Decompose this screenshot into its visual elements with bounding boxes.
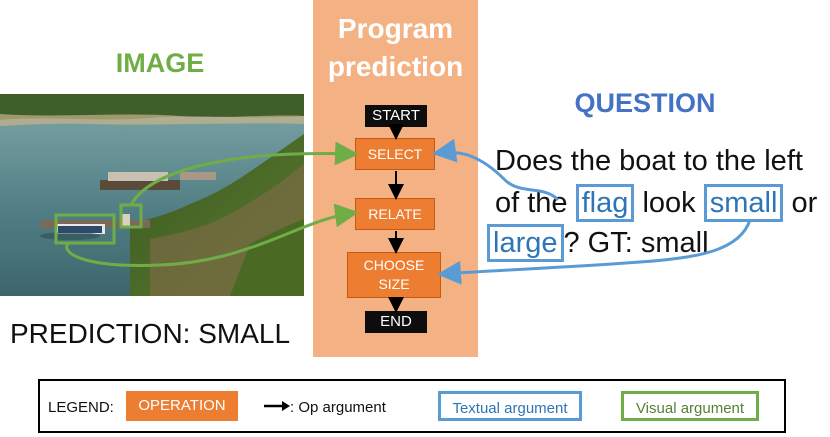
question-line2-pre: of the: [495, 187, 568, 219]
end-node: END: [365, 311, 427, 333]
legend-textual-argument: Textual argument: [438, 391, 582, 421]
question-line2-mid: look: [642, 187, 696, 219]
question-line3: large? GT: small: [487, 224, 709, 262]
program-title-line2: prediction: [327, 51, 464, 82]
legend-box: [38, 379, 786, 433]
op-choose-size: CHOOSE SIZE: [347, 252, 441, 298]
scene-photo: [0, 94, 304, 296]
question-title: QUESTION: [574, 88, 716, 118]
image-title: IMAGE: [115, 48, 205, 78]
legend-label: LEGEND:: [48, 399, 114, 416]
start-node: START: [365, 105, 427, 127]
prediction-text: PREDICTION: SMALL: [10, 318, 291, 349]
program-title: Program prediction: [313, 10, 478, 86]
legend-op-argument: : Op argument: [290, 399, 386, 416]
op-relate: RELATE: [355, 198, 435, 230]
question-line1: Does the boat to the left: [495, 145, 803, 177]
textual-arg-small: small: [703, 184, 784, 222]
legend-visual-argument: Visual argument: [621, 391, 759, 421]
question-line3-post: ? GT: small: [563, 227, 709, 259]
textual-arg-flag: flag: [575, 184, 635, 222]
legend-arrow-icon: [264, 401, 290, 411]
textual-arg-large: large: [487, 224, 564, 262]
legend-operation: OPERATION: [126, 391, 238, 421]
question-line2-post: or: [791, 187, 818, 219]
question-line2: of the flag look small or: [495, 184, 818, 222]
op-select: SELECT: [355, 138, 435, 170]
program-title-line1: Program: [337, 13, 454, 44]
